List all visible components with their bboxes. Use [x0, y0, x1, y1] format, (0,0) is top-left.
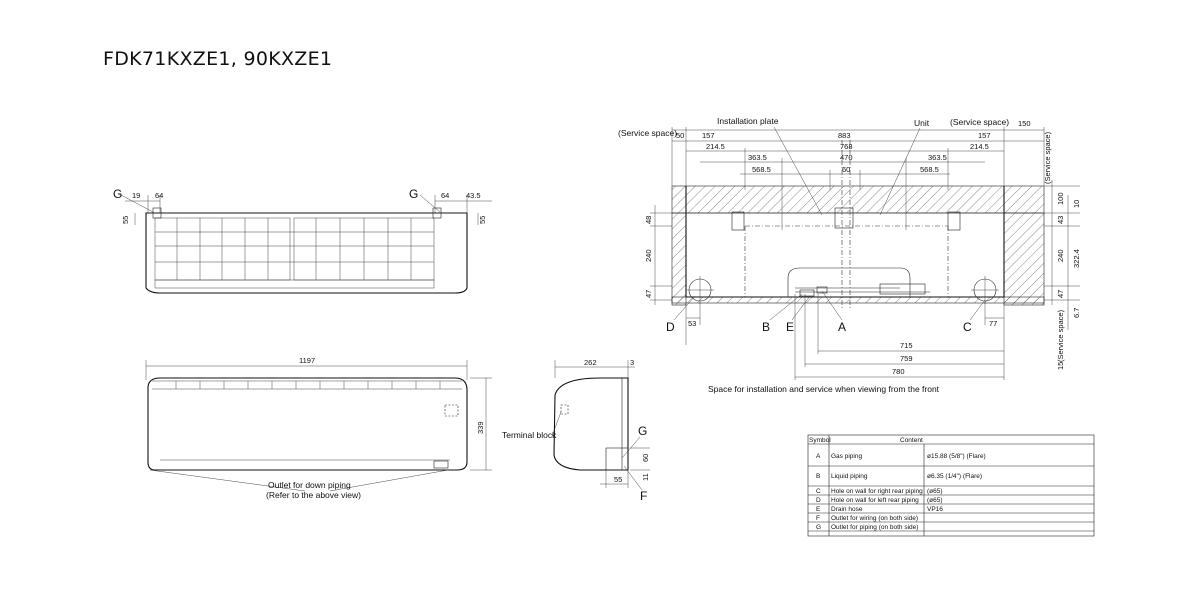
side-11: 11: [641, 473, 650, 481]
dim-19: 19: [132, 191, 140, 200]
dim-157-left: 157: [702, 131, 715, 140]
dim-568-5-right: 568.5: [920, 165, 939, 174]
row-f-content: Outlet for wiring (on both side): [831, 515, 918, 522]
service-space-top-right: (Service space): [950, 117, 1009, 127]
side-gap: 3: [630, 358, 634, 367]
dim-150: 150: [1018, 119, 1031, 128]
side-g-label: G: [638, 424, 647, 438]
side-view: 262 3 55 60 11 Terminal block G F: [502, 358, 650, 503]
top-view-g-right: G: [409, 187, 418, 201]
row-e-spec: VP16: [927, 506, 943, 513]
dim-322-4: 322.4: [1072, 249, 1081, 268]
marker-b: B: [762, 320, 770, 334]
service-space-left: (Service space): [618, 128, 677, 138]
dim-47-right: 47: [1056, 290, 1065, 298]
side-depth: 262: [584, 358, 597, 367]
terminal-block-label: Terminal block: [502, 430, 557, 440]
front-view: 1197 339 Outlet for down piping (: [145, 356, 492, 500]
dim-47-left: 47: [644, 290, 653, 298]
marker-a: A: [838, 320, 846, 334]
dim-780: 780: [892, 367, 905, 376]
marker-d: D: [666, 320, 675, 334]
outlet-note-2: (Refer to the above view): [266, 490, 361, 500]
dim-157-right: 157: [978, 131, 991, 140]
service-space-right-top: (Service space): [1043, 131, 1052, 184]
dim-214-5-right: 214.5: [970, 142, 989, 151]
install-caption: Space for installation and service when …: [708, 384, 940, 394]
top-view-g-left: G: [113, 187, 122, 201]
table-header-symbol: Symbol: [809, 437, 831, 444]
row-d-spec: (ø65): [927, 497, 943, 504]
dim-43: 43: [1056, 216, 1065, 224]
dim-15: 15: [1056, 362, 1065, 370]
row-a-spec: ø15.88 (5/8") (Flare): [927, 453, 986, 460]
dim-55-left: 55: [121, 216, 130, 224]
row-e-symbol: E: [816, 506, 821, 513]
row-b-symbol: B: [816, 473, 820, 480]
dim-55-right: 55: [478, 216, 487, 224]
dim-48: 48: [644, 216, 653, 224]
row-a-symbol: A: [816, 453, 821, 460]
side-55: 55: [614, 475, 622, 484]
dim-363-5-right: 363.5: [928, 153, 947, 162]
dim-883: 883: [838, 131, 851, 140]
dim-470: 470: [840, 153, 853, 162]
top-view: G G 19 64 55 64 43.5 55: [113, 187, 492, 294]
dim-568-5-left: 568.5: [752, 165, 771, 174]
dim-240-right: 240: [1056, 249, 1065, 262]
dim-240-left: 240: [644, 249, 653, 262]
dim-43-5: 43.5: [466, 191, 481, 200]
front-width: 1197: [299, 356, 315, 365]
marker-c: C: [963, 320, 972, 334]
unit-label: Unit: [914, 118, 930, 128]
row-f-symbol: F: [816, 515, 820, 522]
dim-363-5-left: 363.5: [748, 153, 767, 162]
row-c-symbol: C: [816, 488, 821, 495]
side-f-label: F: [640, 489, 647, 503]
dim-10: 10: [1072, 200, 1081, 208]
row-g-content: Outlet for piping (on both side): [831, 524, 918, 531]
service-space-right-bottom: (Service space): [1056, 309, 1065, 362]
legend-table: Symbol Content A Gas piping ø15.88 (5/8"…: [807, 434, 1095, 537]
dim-715: 715: [900, 341, 913, 350]
row-d-content: Hole on wall for left rear piping: [831, 497, 919, 504]
row-c-content: Hole on wall for right rear piping: [831, 488, 923, 495]
installation-plate-label: Installation plate: [717, 116, 779, 126]
dim-64-left: 64: [155, 191, 163, 200]
installation-view: (Service space) (Service space) Installa…: [618, 116, 1081, 394]
front-height: 339: [476, 421, 485, 434]
marker-e: E: [786, 320, 794, 334]
row-c-spec: (ø65): [927, 488, 943, 495]
dim-768: 768: [840, 142, 853, 151]
dim-759: 759: [900, 354, 913, 363]
dim-64-right: 64: [441, 191, 449, 200]
row-g-symbol: G: [816, 524, 821, 531]
row-b-content: Liquid piping: [831, 473, 868, 480]
row-e-content: Drain hose: [831, 506, 863, 513]
dim-53: 53: [688, 319, 696, 328]
page-title: FDK71KXZE1, 90KXZE1: [103, 48, 333, 70]
dim-60: 60: [842, 165, 850, 174]
row-b-spec: ø6.35 (1/4") (Flare): [927, 473, 982, 480]
table-header-content: Content: [900, 437, 923, 444]
dim-6-7: 6.7: [1072, 308, 1081, 318]
dim-77: 77: [989, 319, 997, 328]
dim-214-5-left: 214.5: [706, 142, 725, 151]
outlet-note-1: Outlet for down piping: [268, 480, 351, 490]
dim-50: 50: [676, 131, 684, 140]
side-60: 60: [641, 454, 650, 462]
row-a-content: Gas piping: [831, 453, 862, 460]
row-d-symbol: D: [816, 497, 821, 504]
dim-100: 100: [1056, 192, 1065, 205]
